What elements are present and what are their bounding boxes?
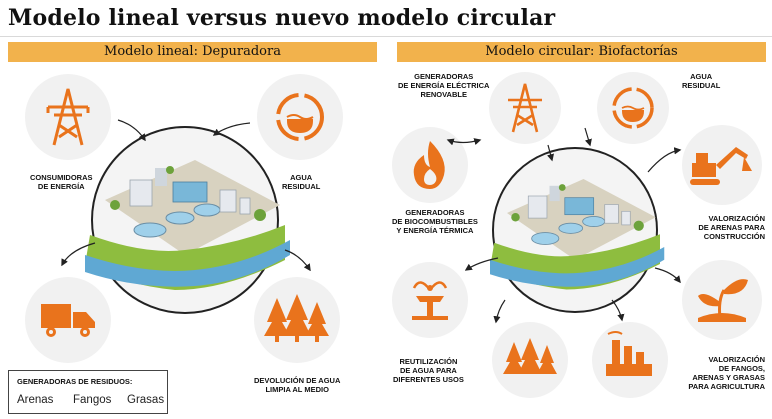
plant-sprout-icon bbox=[698, 279, 748, 322]
factory-circle bbox=[592, 322, 668, 398]
arrow-water-to-plant-circular bbox=[584, 127, 592, 147]
arrow-plant-to-agriculture bbox=[654, 267, 681, 284]
arrow-plant-to-factory bbox=[611, 299, 625, 322]
waste-item-grease: Grasas bbox=[127, 394, 165, 406]
sands-circle bbox=[682, 125, 762, 205]
circular-model-banner: Modelo circular: Biofactorías bbox=[397, 42, 766, 62]
arrow-plant-to-reuse bbox=[464, 257, 499, 271]
truck-circle bbox=[25, 277, 111, 363]
circular-plant-illustration bbox=[489, 147, 665, 313]
recycle-water-icon bbox=[612, 87, 654, 129]
arrow-plant-electric bbox=[547, 144, 554, 162]
page-title: Modelo lineal versus nuevo modelo circul… bbox=[8, 5, 556, 31]
arrow-plant-to-trees-circular bbox=[493, 299, 506, 324]
linear-plant-illustration bbox=[84, 126, 291, 314]
pine-trees-icon bbox=[503, 338, 557, 374]
factory-icon bbox=[606, 331, 652, 376]
agriculture-circle bbox=[682, 260, 762, 340]
title-divider bbox=[0, 36, 772, 37]
arrow-water-to-plant bbox=[212, 122, 251, 136]
wastewater-circle-linear bbox=[257, 74, 343, 160]
flame-icon bbox=[413, 141, 445, 189]
arrow-consumers-to-plant bbox=[117, 119, 146, 142]
waste-generators-box: GENERADORAS DE RESIDUOS: Arenas Fangos G… bbox=[8, 370, 168, 414]
electricity-tower-icon bbox=[46, 88, 90, 146]
waste-item-sludge: Fangos bbox=[73, 394, 112, 406]
biofuel-circle bbox=[392, 127, 468, 203]
electric-circle bbox=[489, 72, 561, 144]
excavator-icon bbox=[690, 147, 752, 185]
reuse-circle bbox=[392, 262, 468, 338]
arrow-plant-to-truck bbox=[61, 242, 96, 267]
waste-item-sands: Arenas bbox=[17, 394, 54, 406]
arrow-plant-to-trees bbox=[284, 249, 311, 272]
arrow-electric-to-plant bbox=[446, 138, 482, 146]
consumers-circle bbox=[25, 74, 111, 160]
linear-model-banner: Modelo lineal: Depuradora bbox=[8, 42, 377, 62]
wastewater-circle-circular bbox=[597, 72, 669, 144]
waste-generators-title: GENERADORAS DE RESIDUOS: bbox=[17, 377, 133, 386]
trees-circle-circular bbox=[492, 322, 568, 398]
fountain-icon bbox=[412, 281, 448, 320]
recycle-water-icon bbox=[276, 93, 324, 141]
delivery-truck-icon bbox=[41, 304, 95, 337]
arrow-plant-to-sands bbox=[647, 147, 682, 173]
trees-circle-linear bbox=[254, 277, 340, 363]
electricity-tower-icon bbox=[508, 83, 542, 133]
pine-trees-icon bbox=[264, 294, 329, 342]
